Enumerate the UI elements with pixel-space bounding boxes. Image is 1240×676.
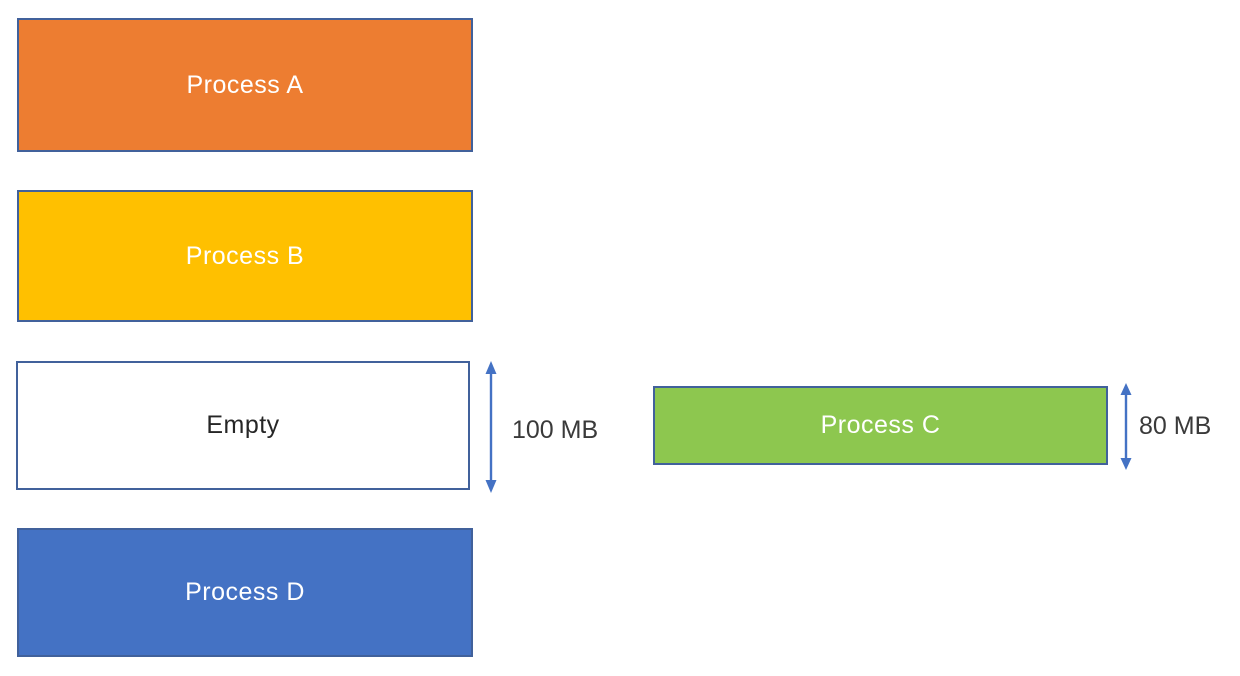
block-process-d: Process D [17,528,473,657]
block-process-c: Process C [653,386,1108,465]
measurement-label-100mb: 100 MB [512,416,599,444]
block-empty: Empty [16,361,470,490]
block-process-a-label: Process A [186,70,304,99]
block-process-b: Process B [17,190,473,322]
block-empty-label: Empty [206,411,280,439]
measurement-label-80mb: 80 MB [1139,412,1212,440]
block-process-d-label: Process D [185,578,305,606]
vertical-double-arrow-icon [1120,383,1132,470]
vertical-double-arrow-icon [485,361,497,493]
block-process-b-label: Process B [185,241,305,270]
block-process-a: Process A [17,18,473,152]
block-process-c-label: Process C [820,411,941,439]
